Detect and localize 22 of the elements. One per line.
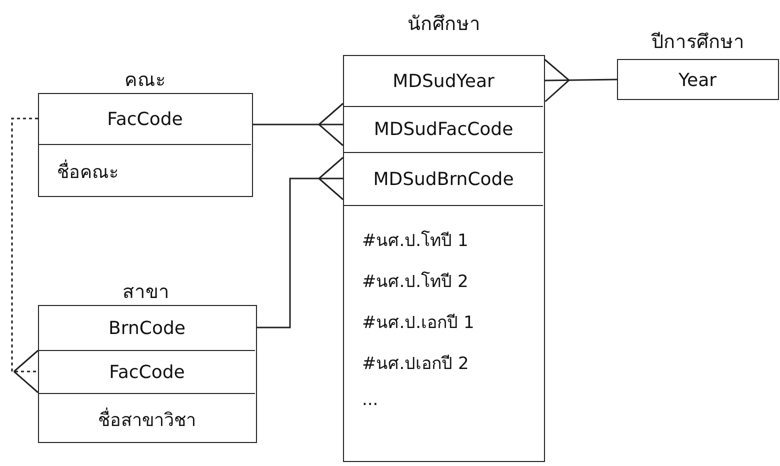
table-row: FacCode xyxy=(39,351,255,394)
relationship-line xyxy=(253,102,344,146)
attribute-text: #นศ.ป.โทปี 2 xyxy=(362,270,470,294)
relationship-line xyxy=(11,118,39,394)
table-row: ชื่อสาขาวิชา xyxy=(39,394,255,444)
attribute-text: #นศ.ป.โทปี 1 xyxy=(362,230,470,253)
entity-name: คณะ xyxy=(124,68,166,93)
table-row: BrnCode xyxy=(39,306,255,351)
entity-name: สาขา xyxy=(122,280,170,305)
table-row: MDSudBrnCode xyxy=(344,153,543,206)
attribute-text: ... xyxy=(362,390,380,410)
table-row: MDSudFacCode xyxy=(344,107,543,153)
table-row: ชื่อคณะ xyxy=(39,145,251,198)
table-row: FacCode xyxy=(39,94,251,145)
relationship-line xyxy=(544,58,618,102)
relationship-line xyxy=(257,156,344,328)
table-row: Year xyxy=(618,60,777,101)
attribute-text: #นศ.ปเอกปี 2 xyxy=(362,353,470,376)
entity-name: นักศึกษา xyxy=(408,12,480,37)
table-row: MDSudYear xyxy=(344,56,543,107)
entity-name: ปีการศึกษา xyxy=(652,30,744,55)
attribute-text: #นศ.ป.เอกปี 1 xyxy=(362,312,476,335)
